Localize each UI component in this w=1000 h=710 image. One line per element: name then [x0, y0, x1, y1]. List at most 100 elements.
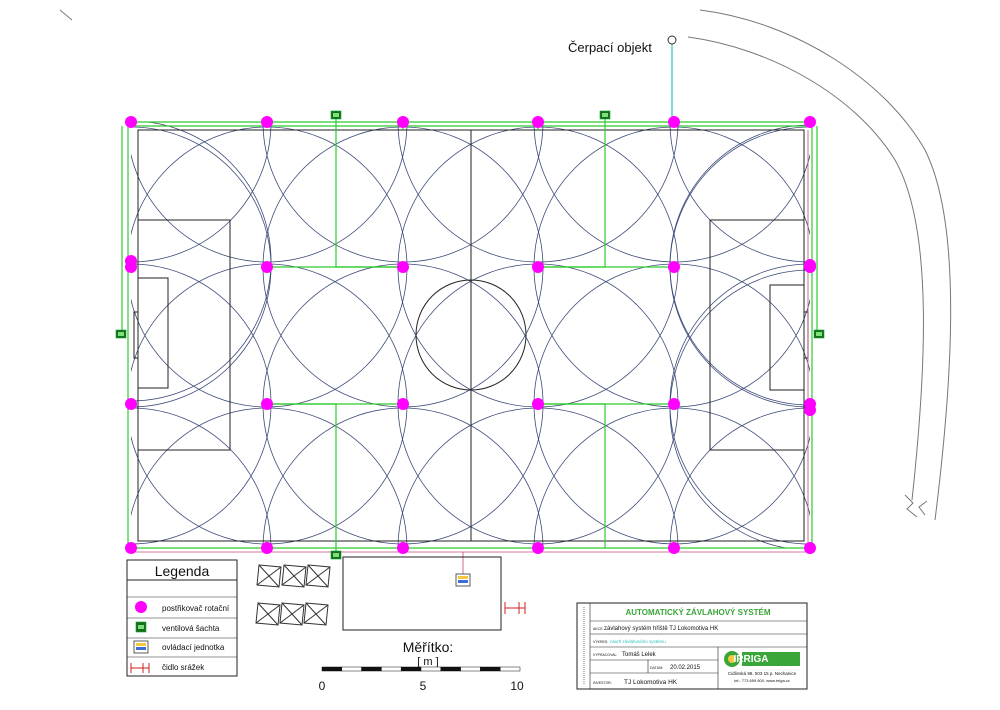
- cable-lines: [132, 130, 809, 575]
- goal-area-left: [137, 277, 169, 389]
- legend: Legenda postřikovač rotační ventilová ša…: [126, 559, 238, 677]
- title-project: závlahový systém hřiště TJ Lokomotiva HK: [604, 626, 718, 632]
- scale-segment: [480, 666, 501, 672]
- company-contact: tel.: 773 659 600, www.irriga.cz: [734, 678, 790, 683]
- legend-rain-label: čidlo srážek: [162, 663, 205, 672]
- title-author-label: VYPRACOVAL:: [593, 653, 617, 657]
- sprinkler: [532, 116, 544, 128]
- scale-bar: Měřítko: [ m ] 0 5 10: [319, 639, 524, 693]
- legend-valve-icon: [135, 621, 147, 633]
- road-outline: [687, 9, 952, 521]
- valve-box: [330, 550, 342, 560]
- container-box: [255, 602, 281, 626]
- pump-marker: [667, 35, 677, 45]
- company-name: IRRIGA: [734, 654, 769, 665]
- legend-control-icon: [133, 640, 149, 654]
- penalty-area-right: [709, 219, 805, 451]
- penalty-area-left: [137, 219, 231, 451]
- pipe-branch-bottom-left: [267, 403, 337, 552]
- sprinkler: [668, 542, 680, 554]
- legend-control-label: ovládací jednotka: [162, 643, 225, 652]
- legend-title: Legenda: [155, 563, 210, 579]
- title-drawing-label: VÝKRES:: [593, 640, 608, 644]
- pipe-branch-top-left: [335, 118, 403, 268]
- sprinkler: [125, 398, 137, 410]
- scale-tick-10: 10: [510, 679, 524, 693]
- legend-sprinkler-label: postřikovač rotační: [162, 604, 230, 613]
- control-unit-symbol: [455, 573, 471, 587]
- sprinkler: [261, 398, 273, 410]
- sprinkler: [397, 542, 409, 554]
- title-date: 20.02.2015: [670, 665, 701, 671]
- container-box: [281, 564, 307, 588]
- company-logo: [724, 651, 800, 667]
- scale-tick-5: 5: [420, 679, 427, 693]
- scale-title: Měřítko:: [403, 639, 454, 655]
- sprinkler: [397, 116, 409, 128]
- coverage-circle: [262, 122, 544, 263]
- building: [342, 556, 502, 631]
- title-drawing: návrh závlahového systému: [610, 639, 666, 644]
- coverage-circle: [131, 122, 272, 402]
- sprinkler: [125, 116, 137, 128]
- title-author: Tomáš Lelek: [622, 652, 657, 658]
- scale-tick-0: 0: [319, 679, 326, 693]
- title-block: AUTOMATICKÝ ZÁVLAHOVÝ SYSTÉM AKCE: závla…: [576, 602, 808, 690]
- corner-mark: [59, 9, 73, 21]
- pipe-branch-bottom-right: [538, 403, 606, 548]
- legend-sprinkler-icon: [135, 601, 147, 613]
- sprinkler: [804, 259, 816, 271]
- sprinkler: [532, 398, 544, 410]
- sprinkler: [261, 542, 273, 554]
- goal-left: [133, 311, 139, 359]
- valve-box: [115, 329, 127, 339]
- sprinkler: [261, 261, 273, 273]
- coverage-circle: [131, 122, 408, 263]
- legend-rain-icon: [130, 663, 150, 673]
- valve-boxes: [115, 110, 825, 560]
- sprinkler: [397, 398, 409, 410]
- scale-unit: [ m ]: [417, 656, 438, 668]
- container-boxes: [255, 564, 331, 626]
- sprinkler: [397, 261, 409, 273]
- sprinkler: [668, 398, 680, 410]
- title-system: AUTOMATICKÝ ZÁVLAHOVÝ SYSTÉM: [625, 608, 770, 617]
- scale-segment: [460, 666, 481, 672]
- goal-area-right: [769, 284, 805, 391]
- sprinkler: [261, 116, 273, 128]
- coverage-circle: [669, 269, 810, 548]
- company-address: Cidlinská 98, 503 15 p. Nechanice: [728, 671, 797, 676]
- valve-box: [813, 329, 825, 339]
- pipe-branch-top-right: [538, 118, 606, 268]
- coverage-circle: [669, 122, 810, 263]
- title-date-label: DATUM:: [650, 666, 663, 670]
- legend-valve-label: ventilová šachta: [162, 624, 220, 633]
- football-field: [133, 129, 809, 542]
- scale-segment: [381, 666, 402, 672]
- rain-sensor-symbol: [504, 602, 526, 614]
- sprinkler: [125, 542, 137, 554]
- supply-line: [667, 35, 677, 122]
- scale-segment: [499, 666, 521, 672]
- valve-box: [599, 110, 611, 120]
- sprinkler: [532, 261, 544, 273]
- scale-segment: [341, 666, 362, 672]
- container-box: [305, 564, 331, 588]
- scale-segment: [420, 666, 442, 672]
- scale-segment: [321, 666, 343, 672]
- sprinkler: [532, 542, 544, 554]
- center-circle: [415, 279, 527, 391]
- sprinkler: [668, 261, 680, 273]
- sprinkler: [804, 542, 816, 554]
- valve-box: [330, 110, 342, 120]
- goal-right: [803, 311, 809, 359]
- pump-label: Čerpací objekt: [568, 40, 652, 55]
- sprinkler: [804, 116, 816, 128]
- pipe-network: [121, 118, 818, 552]
- scale-segment: [361, 666, 382, 672]
- scale-segment: [440, 666, 461, 672]
- container-box: [303, 602, 329, 626]
- title-investor: TJ Lokomotiva HK: [624, 679, 678, 686]
